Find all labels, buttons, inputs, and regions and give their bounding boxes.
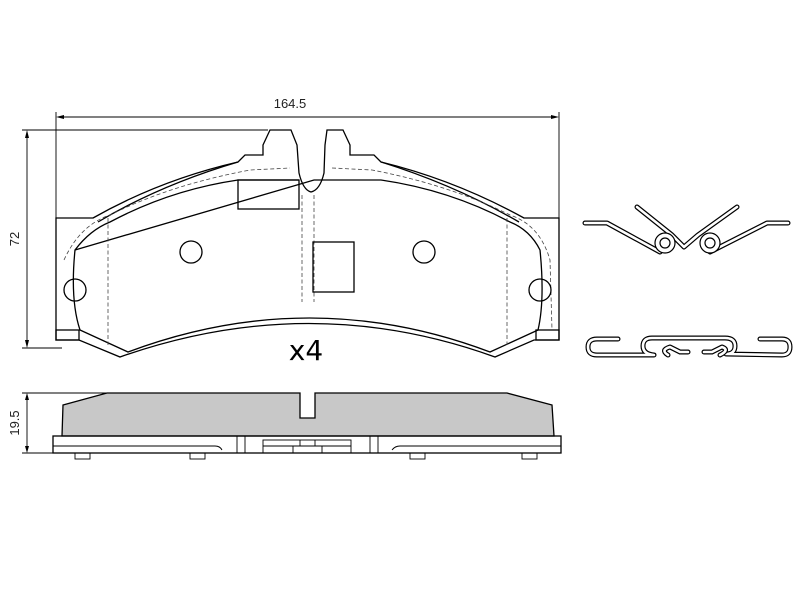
thickness-dimension-label: 19.5 [7,410,22,435]
quantity-label: x4 [289,334,323,367]
anti-rattle-spring [582,204,791,255]
retaining-clip [585,335,793,358]
width-dimension-label: 164.5 [274,96,307,111]
wear-sensor-window [312,241,355,293]
rivet-hole [528,278,552,302]
height-dimension-label: 72 [7,232,22,246]
rivet-hole [63,278,87,302]
friction-outline [72,179,543,353]
rivet-hole [412,240,436,264]
thickness-dimension: 19.5 [7,392,107,454]
height-dimension: 72 [7,129,268,349]
friction-material [61,392,555,437]
backplate-side [52,435,562,454]
rivet-hole [179,240,203,264]
backplate-outline [55,129,560,358]
pad-side-view [52,392,562,460]
width-dimension: 164.5 [55,96,560,218]
pad-front-view [55,129,560,358]
notch-cutout [237,179,300,210]
